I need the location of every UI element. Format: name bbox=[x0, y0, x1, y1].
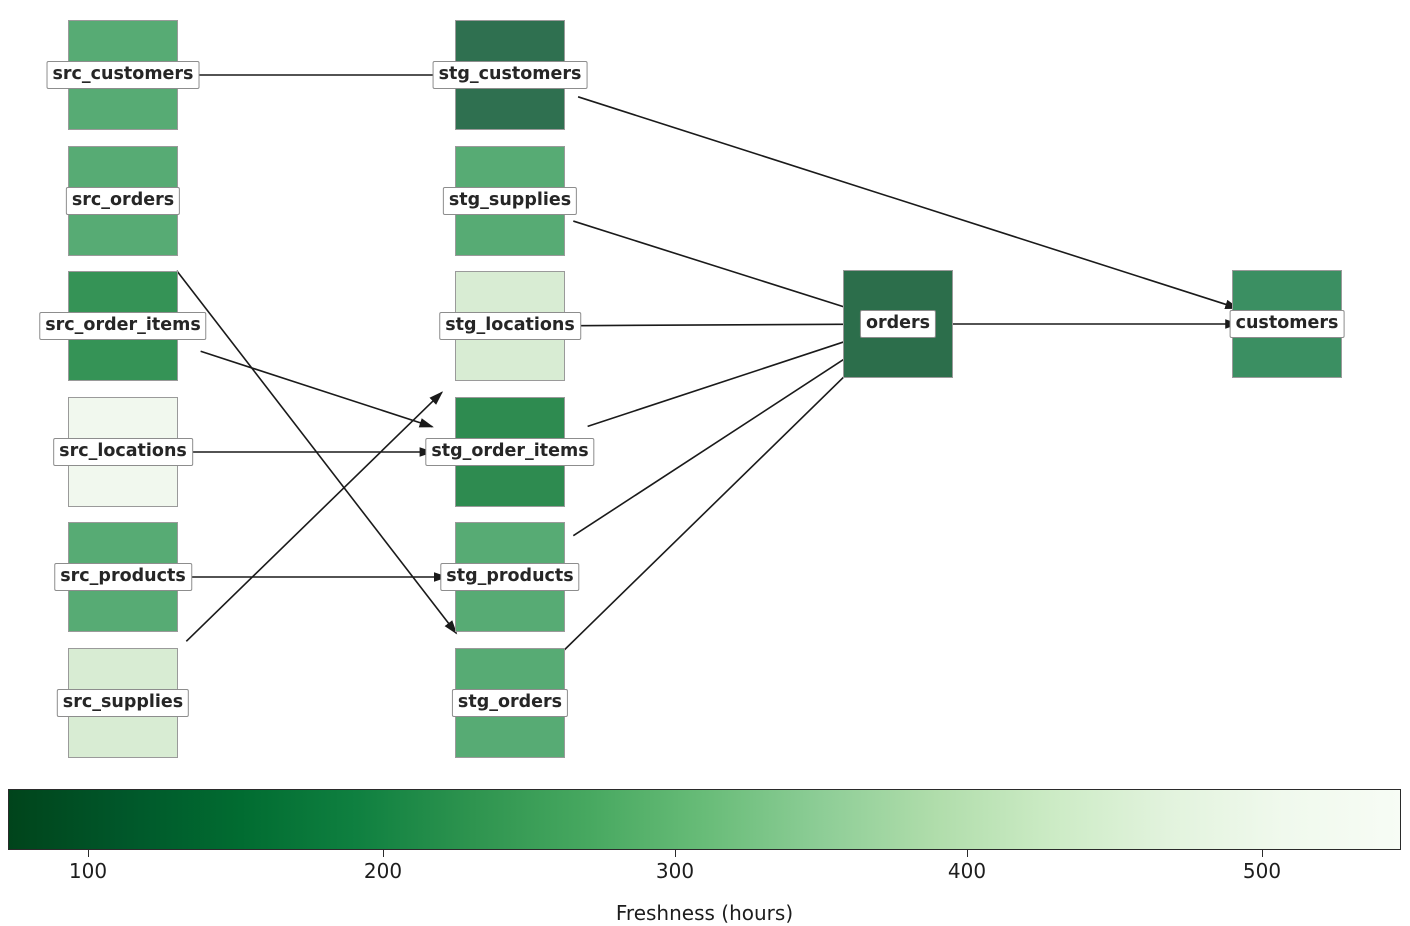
colorbar-tick-mark bbox=[967, 850, 968, 857]
colorbar-tick-label: 300 bbox=[655, 859, 695, 883]
node-label-src_products: src_products bbox=[54, 563, 192, 591]
node-label-stg_locations: stg_locations bbox=[439, 312, 581, 340]
edge-src_orders-to-stg_orders bbox=[176, 270, 458, 635]
colorbar-gradient bbox=[8, 789, 1401, 850]
node-label-src_customers: src_customers bbox=[46, 61, 200, 89]
edge-paths bbox=[176, 74, 1240, 652]
colorbar-ticks: 100 200 300 400 500 bbox=[8, 850, 1401, 900]
node-label-src_supplies: src_supplies bbox=[56, 689, 190, 717]
edge-src_supplies-to-stg_locations bbox=[185, 391, 444, 642]
edge-stg_order_items-to-orders bbox=[587, 334, 865, 428]
edge-stg_products-to-orders bbox=[572, 345, 865, 537]
node-label-stg_order_items: stg_order_items bbox=[425, 438, 595, 466]
colorbar-tick-label: 200 bbox=[363, 859, 403, 883]
colorbar: 100 200 300 400 500 Freshness (hours) bbox=[8, 789, 1401, 926]
node-label-src_order_items: src_order_items bbox=[39, 312, 207, 340]
node-label-customers: customers bbox=[1229, 310, 1345, 338]
colorbar-tick-mark bbox=[88, 850, 89, 857]
edge-stg_supplies-to-orders bbox=[573, 220, 865, 314]
edge-layer bbox=[176, 74, 1240, 652]
node-label-src_orders: src_orders bbox=[65, 187, 181, 215]
colorbar-tick-label: 400 bbox=[947, 859, 987, 883]
node-label-orders: orders bbox=[859, 310, 937, 338]
node-label-stg_supplies: stg_supplies bbox=[442, 187, 578, 215]
edge-stg_orders-to-orders bbox=[563, 356, 865, 652]
colorbar-axis-label: Freshness (hours) bbox=[615, 901, 794, 925]
edge-src_order_items-to-stg_order_items bbox=[200, 350, 434, 428]
colorbar-tick-mark bbox=[1262, 850, 1263, 857]
edge-stg_locations-to-orders bbox=[578, 319, 865, 330]
node-label-stg_orders: stg_orders bbox=[451, 689, 569, 717]
colorbar-tick-mark bbox=[383, 850, 384, 857]
node-label-src_locations: src_locations bbox=[53, 438, 193, 466]
node-label-stg_products: stg_products bbox=[440, 563, 580, 591]
colorbar-tick-label: 500 bbox=[1242, 859, 1282, 883]
colorbar-tick-mark bbox=[675, 850, 676, 857]
colorbar-tick-label: 100 bbox=[68, 859, 108, 883]
node-label-stg_customers: stg_customers bbox=[432, 61, 588, 89]
